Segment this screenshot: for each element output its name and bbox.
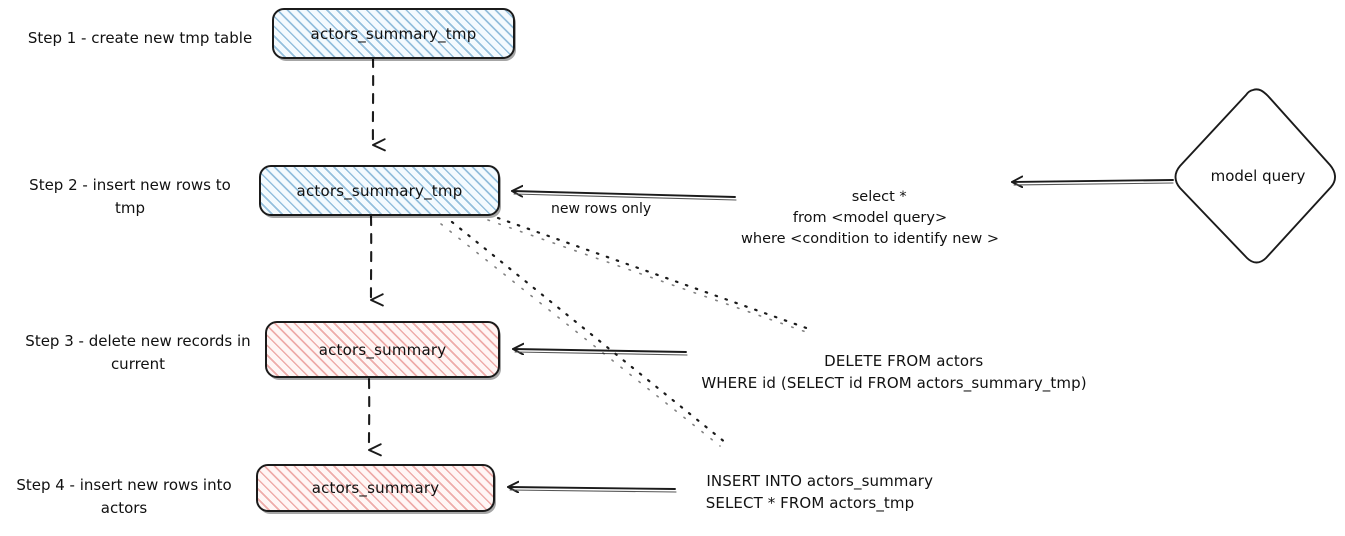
- node-step-1-actors-summary-tmp[interactable]: actors_summary_tmp: [272, 8, 515, 59]
- step-2-label: Step 2 - insert new rows to tmp: [18, 174, 242, 219]
- node-label: actors_summary: [319, 341, 447, 359]
- step-4-label: Step 4 - insert new rows into actors: [16, 474, 232, 519]
- node-label: actors_summary: [312, 479, 440, 497]
- annotation-insert-query: INSERT INTO actors_summary SELECT * FROM…: [676, 449, 944, 536]
- edge-selectquery-step2: [512, 191, 736, 200]
- node-label: actors_summary_tmp: [311, 25, 477, 43]
- annotation-new-rows-only: new rows only: [551, 201, 651, 217]
- node-step-2-actors-summary-tmp[interactable]: actors_summary_tmp: [259, 165, 500, 216]
- edge-insertquery-step4: [508, 487, 676, 492]
- model-query-label: model query: [1206, 167, 1310, 185]
- node-step-4-actors-summary[interactable]: actors_summary: [256, 464, 495, 512]
- step-3-label: Step 3 - delete new records in current: [14, 330, 262, 375]
- edge-modelquery-selectquery: [1012, 180, 1173, 185]
- annotation-select-query: select * from <model query> where <condi…: [730, 166, 1010, 271]
- step-1-label: Step 1 - create new tmp table: [14, 27, 266, 50]
- edge-deletequery-step3: [513, 349, 687, 355]
- node-label: actors_summary_tmp: [297, 182, 463, 200]
- node-step-3-actors-summary[interactable]: actors_summary: [265, 321, 500, 378]
- annotation-delete-query: DELETE FROM actors WHERE id (SELECT id F…: [684, 329, 1104, 416]
